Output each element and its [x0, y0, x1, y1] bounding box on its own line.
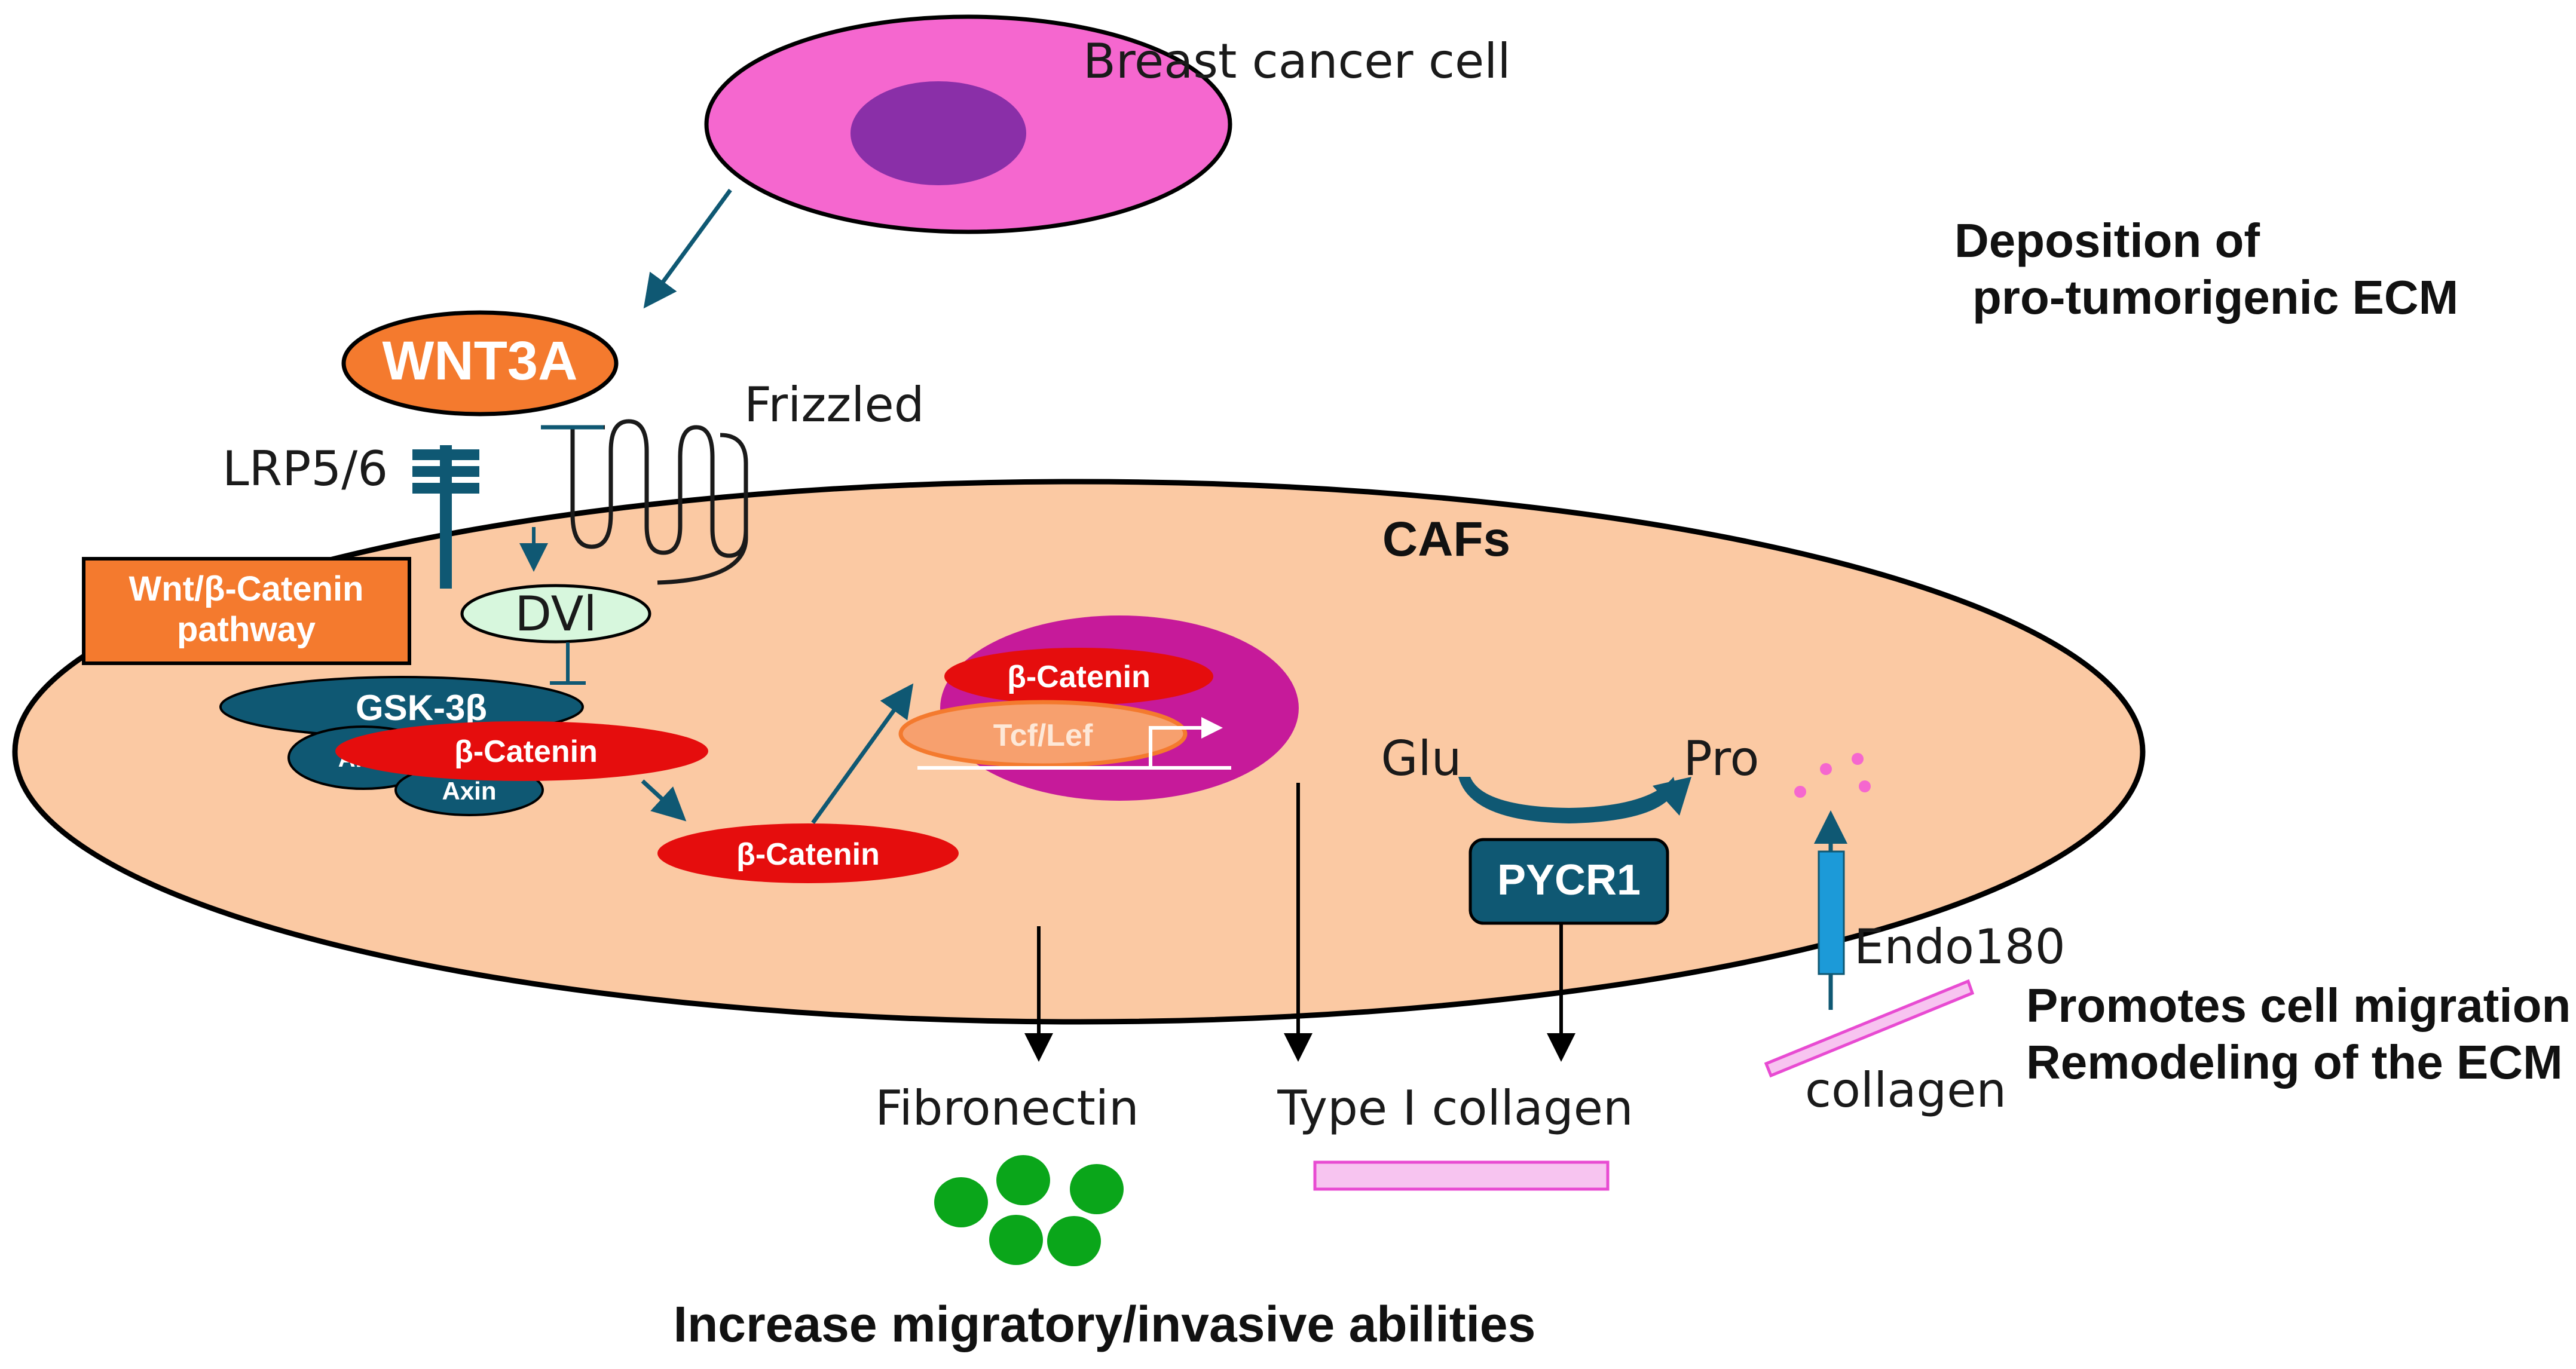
frizzled-label: Frizzled [744, 377, 925, 433]
lrp-label: LRP5/6 [222, 441, 388, 497]
bcat-release-arrow [641, 779, 687, 822]
glu-pro-arrowhead [1653, 777, 1691, 816]
fibronectin-globules [934, 1155, 1124, 1266]
pycr1-box [1468, 838, 1669, 925]
type1-collagen-label: Type I collagen [1277, 1080, 1633, 1136]
bcat-complex [335, 721, 708, 781]
endo180-receptor [1818, 850, 1845, 975]
tcf-lef-label: Tcf/Lef [993, 718, 1093, 753]
collagen-fragments [1794, 753, 1871, 798]
pycr1-label: PYCR1 [1497, 856, 1641, 904]
bcat-free [657, 823, 959, 883]
dvl-label: DVl [515, 586, 596, 642]
collagen-label: collagen [1805, 1062, 2006, 1118]
secretion-arrow [643, 188, 732, 309]
pathway-label-1: Wnt/β-Catenin [129, 569, 363, 608]
breast-cancer-cell-label: Breast cancer cell [1083, 33, 1511, 89]
deposition-label-1: Deposition of [1954, 214, 2260, 267]
type1-collagen-bar [1313, 1160, 1610, 1191]
gsk3b-label: GSK-3β [356, 688, 487, 728]
endo180-label: Endo180 [1854, 919, 2066, 975]
collagen-fiber [1764, 979, 1975, 1078]
bcat-complex-label: β-Catenin [454, 734, 598, 769]
cancer-cell-nucleus [850, 81, 1026, 185]
nuclear-translocation-arrow [811, 683, 914, 825]
pathway-label-2: pathway [177, 610, 316, 649]
wnt3a-label: WNT3A [382, 330, 577, 391]
dvl-protein [460, 584, 651, 644]
glu-label: Glu [1381, 731, 1462, 786]
cafs-label: CAFs [1382, 512, 1510, 566]
fibronectin-label: Fibronectin [875, 1080, 1139, 1136]
increase-label: Increase migratory/invasive abilities [674, 1296, 1536, 1352]
bcat-nuclear-label: β-Catenin [1007, 660, 1151, 694]
lrp-receptor [412, 445, 479, 589]
transcription-start-arrow [1149, 717, 1223, 768]
promotes-label-1: Promotes cell migration [2026, 979, 2571, 1032]
glu-pro-conversion-arrow [1458, 777, 1676, 823]
promotes-label-2: Remodeling of the ECM [2026, 1036, 2563, 1089]
deposition-label-2: pro-tumorigenic ECM [1972, 271, 2458, 324]
pathway-box [82, 557, 411, 665]
wnt3a-ligand [341, 310, 619, 416]
tcf-lef [898, 700, 1188, 768]
axin-label: Axin [442, 777, 496, 805]
bcat-nuclear [944, 648, 1213, 705]
pro-label: Pro [1684, 731, 1760, 786]
bcat-free-label: β-Catenin [736, 837, 880, 872]
